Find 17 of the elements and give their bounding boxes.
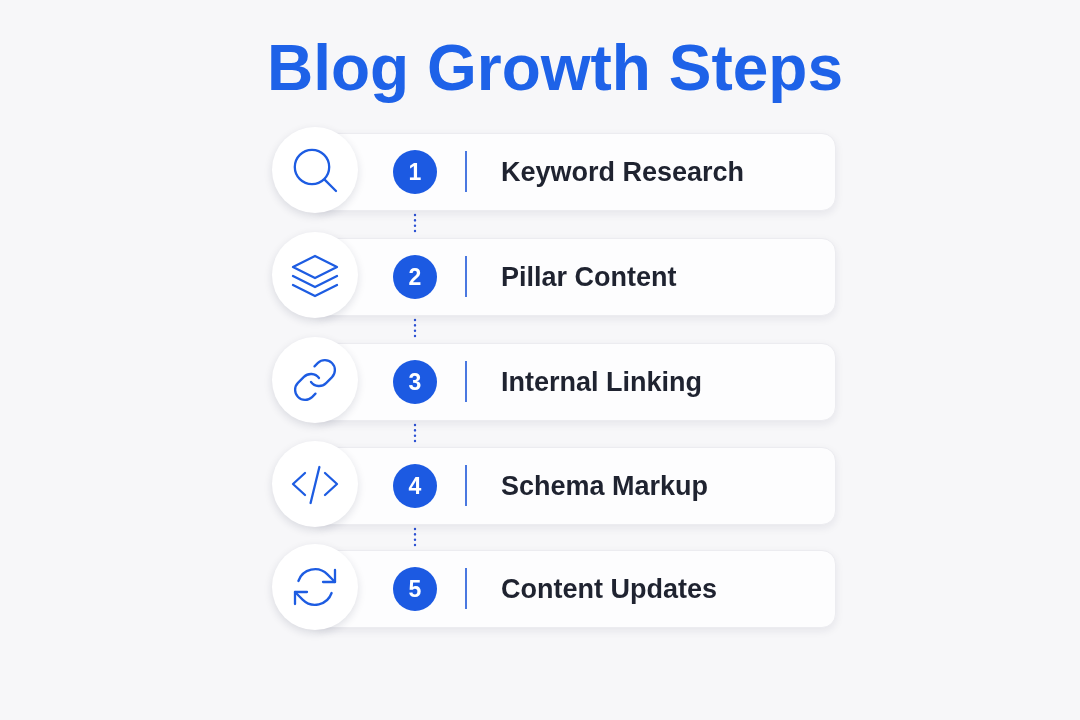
step-title: Keyword Research bbox=[501, 155, 745, 189]
step-title: Content Updates bbox=[501, 572, 717, 606]
step-card bbox=[272, 232, 836, 318]
step-number: 1 bbox=[393, 150, 437, 194]
step-card bbox=[272, 127, 836, 213]
step-number: 4 bbox=[393, 464, 437, 508]
step-card bbox=[272, 544, 836, 630]
step-title: Internal Linking bbox=[501, 365, 702, 399]
step-title: Pillar Content bbox=[501, 260, 677, 294]
step-number: 5 bbox=[393, 567, 437, 611]
dotted-connector bbox=[413, 527, 417, 548]
step-card bbox=[272, 337, 836, 423]
step-card bbox=[272, 441, 836, 527]
step-title: Schema Markup bbox=[501, 469, 709, 503]
step-number: 2 bbox=[393, 255, 437, 299]
dotted-connector bbox=[413, 423, 417, 445]
step-number: 3 bbox=[393, 360, 437, 404]
